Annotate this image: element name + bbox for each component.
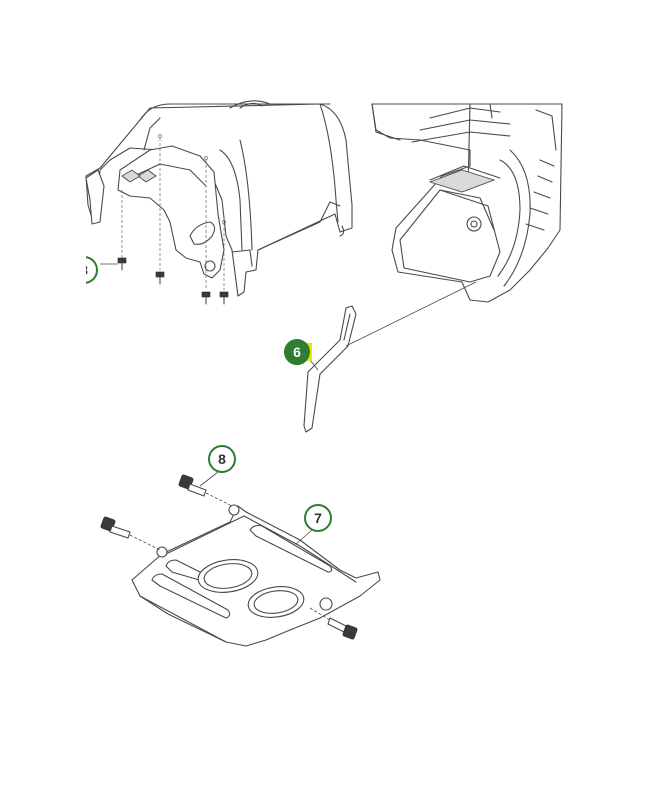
callout-label: 6 (293, 344, 301, 360)
callout-6: 6 (284, 339, 312, 365)
callout-label: 7 (314, 510, 322, 526)
callout-label: 8 (218, 451, 226, 467)
cover-screws (117, 134, 229, 305)
callout-8: 8 (199, 445, 236, 487)
screws-part (100, 474, 358, 640)
fan-housing-assembly (371, 103, 563, 303)
callout-7: 7 (295, 504, 332, 545)
hose-part (303, 281, 477, 433)
skid-plate-part (131, 504, 381, 647)
engine-cover-assembly (85, 100, 353, 297)
callout-partial-left: 8 (0, 250, 118, 290)
